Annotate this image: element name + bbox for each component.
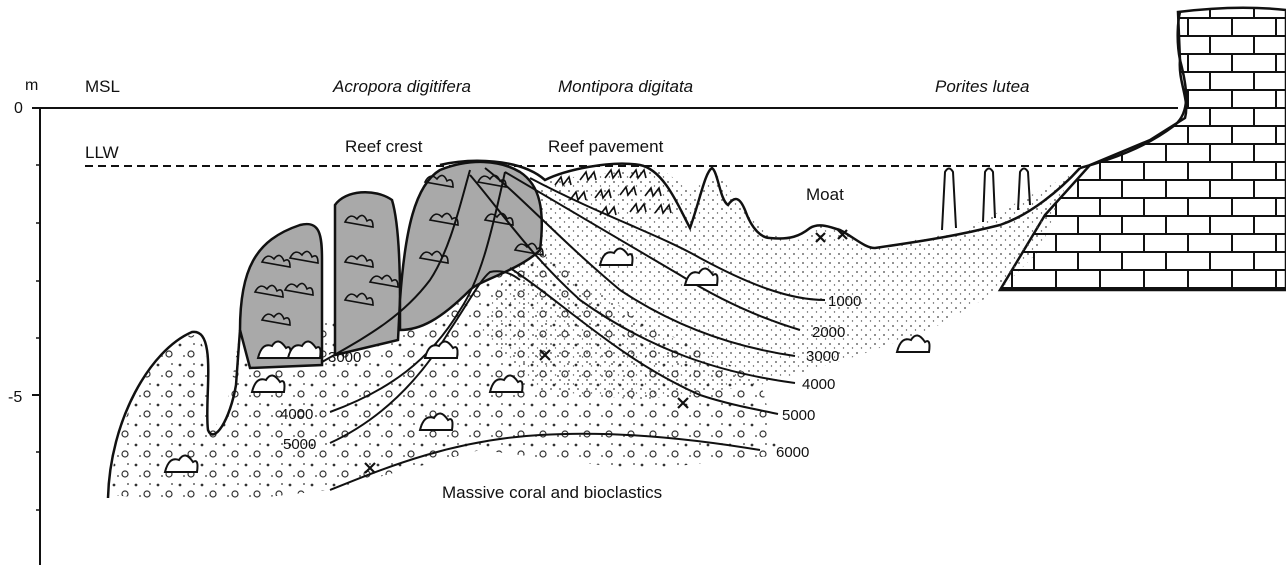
isochron-label-4000: 4000	[802, 376, 835, 393]
msl-label: MSL	[85, 77, 120, 96]
seagrass-blade-1	[942, 169, 956, 231]
axis-tick-label-0: 0	[14, 100, 23, 117]
isochron-left-label-3000: 3000	[328, 349, 361, 366]
reef-pavement-label: Reef pavement	[548, 137, 664, 156]
isochron-label-1000: 1000	[828, 293, 861, 310]
species-porites: Porites lutea	[935, 77, 1030, 96]
isochron-left-label-5000: 5000	[283, 436, 316, 453]
axis-tick-label-minus5: -5	[8, 389, 22, 406]
reef-crest-label: Reef crest	[345, 137, 423, 156]
coral-framework-middle	[335, 192, 400, 355]
moat-label: Moat	[806, 185, 844, 204]
isochron-left-label-4000: 4000	[280, 406, 313, 423]
isochron-label-2000: 2000	[812, 324, 845, 341]
species-acropora: Acropora digitifera	[332, 77, 471, 96]
seagrass-blade-2	[983, 169, 995, 223]
isochron-label-6000: 6000	[776, 444, 809, 461]
isochron-label-5000: 5000	[782, 407, 815, 424]
species-montipora: Montipora digitata	[558, 77, 693, 96]
limestone-cliff	[1000, 8, 1286, 290]
base-label: Massive coral and bioclastics	[442, 483, 662, 502]
axis-unit-label: m	[25, 77, 38, 94]
isochron-label-3000: 3000	[806, 348, 839, 365]
llw-label: LLW	[85, 143, 119, 162]
